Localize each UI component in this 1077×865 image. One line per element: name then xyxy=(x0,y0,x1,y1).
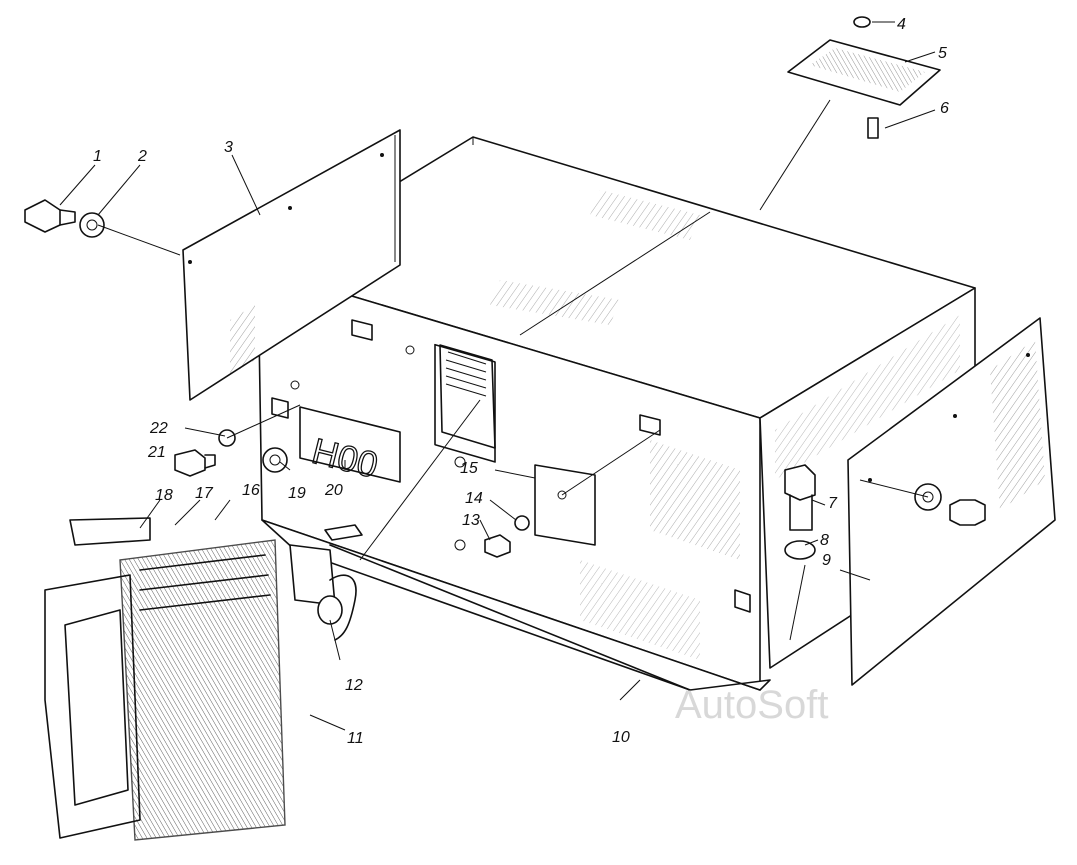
front-panel-details: H00 xyxy=(271,319,751,613)
label-7: 7 xyxy=(828,495,838,512)
left-end-panel xyxy=(182,129,401,401)
label-9: 9 xyxy=(822,552,831,569)
label-16: 16 xyxy=(242,482,260,499)
label-2: 2 xyxy=(137,148,147,165)
label-10: 10 xyxy=(612,729,630,746)
watermark: AutoSoft xyxy=(675,683,828,727)
label-8: 8 xyxy=(820,532,829,549)
label-12: 12 xyxy=(345,677,363,694)
label-11: 11 xyxy=(347,730,364,747)
part-labels: 1 2 3 4 5 6 7 8 9 10 11 12 13 14 15 16 1… xyxy=(93,16,949,747)
label-18: 18 xyxy=(155,487,173,504)
label-1: 1 xyxy=(93,148,102,165)
label-22: 22 xyxy=(149,420,168,437)
label-13: 13 xyxy=(462,512,480,529)
label-20: 20 xyxy=(324,482,343,499)
leader-lines xyxy=(59,21,936,731)
label-21: 21 xyxy=(147,444,166,461)
fasteners xyxy=(24,199,986,560)
right-end-panel xyxy=(847,317,1056,686)
heater-core xyxy=(44,517,363,841)
bracket xyxy=(534,464,596,546)
label-3: 3 xyxy=(224,139,233,156)
label-17: 17 xyxy=(195,485,214,502)
label-6: 6 xyxy=(940,100,949,117)
label-5: 5 xyxy=(938,45,947,62)
top-clamp xyxy=(787,16,941,139)
label-4: 4 xyxy=(897,16,906,33)
label-15: 15 xyxy=(460,460,478,477)
label-14: 14 xyxy=(465,490,483,507)
label-19: 19 xyxy=(288,485,306,502)
